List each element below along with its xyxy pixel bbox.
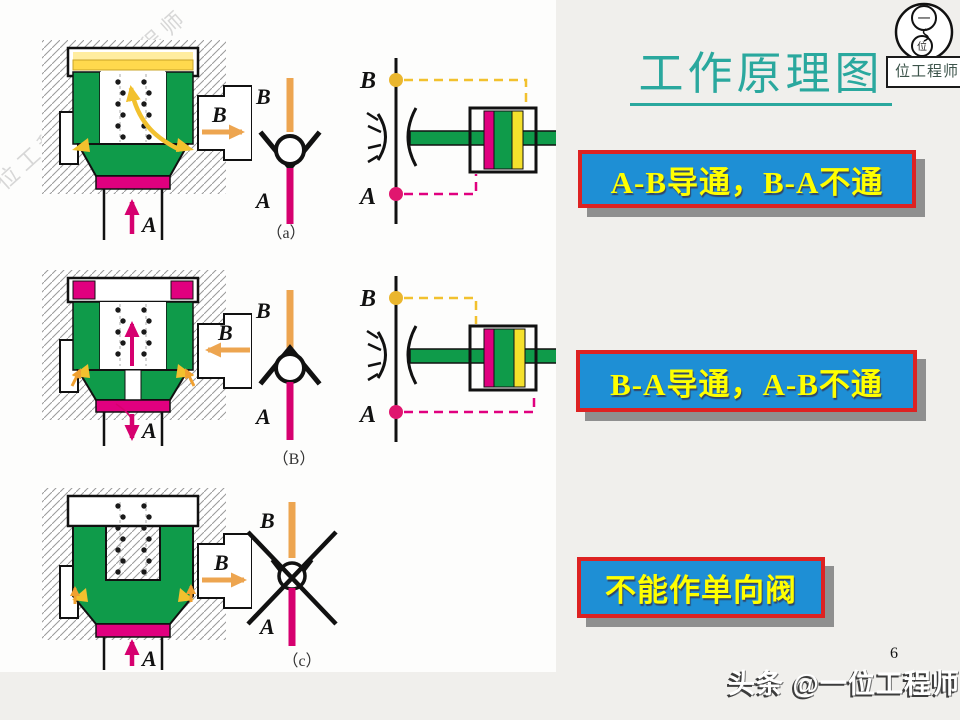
poppet-rod — [409, 130, 556, 146]
springs — [115, 502, 152, 576]
caption-a: （a） — [266, 224, 305, 242]
banner-not-check-valve: 不能作单向阀 — [577, 557, 825, 618]
page-title: 工作原理图 — [630, 49, 892, 106]
schematic-b-label: B — [359, 286, 376, 312]
piston-box — [468, 324, 538, 392]
schematic-b-label: B — [359, 68, 376, 94]
mechanism-schematic-b: B A — [358, 276, 556, 442]
caption-b: （B） — [273, 450, 316, 468]
logo-label: 位工程师 — [886, 56, 960, 88]
poppet-sleeve — [72, 525, 194, 625]
symbol-b-label: B — [255, 84, 271, 109]
check-valve-symbol-c: B A （c） — [246, 502, 338, 670]
page-number: 6 — [890, 645, 898, 662]
banner-ba-conducts: B-A导通，A-B不通 — [576, 350, 917, 412]
b-pilot-line — [404, 296, 478, 324]
port-b-label: B — [213, 550, 229, 575]
valve-ball — [274, 134, 306, 166]
seat-plate — [95, 623, 171, 638]
port-b-channel — [197, 85, 252, 161]
port-b-channel — [197, 533, 252, 609]
banner-ba-text: B-A导通，A-B不通 — [610, 366, 883, 402]
caption-c: （c） — [282, 652, 321, 670]
valve-cross-section-c: A B — [42, 488, 252, 671]
port-a-label: A — [140, 646, 157, 671]
cross-out-line-2 — [246, 530, 338, 626]
logo-bottom-char: 位 — [917, 40, 927, 53]
seat-leak-arrow-right — [184, 368, 196, 387]
springs — [115, 304, 152, 366]
valve-ball — [274, 352, 306, 384]
a-pilot-line — [404, 174, 478, 196]
symbol-a-label: A — [254, 404, 271, 429]
port-b-node — [389, 73, 403, 87]
springs — [115, 74, 152, 142]
a-pilot-line — [404, 392, 536, 414]
check-valve-symbol-b: B A （B） — [254, 290, 322, 468]
symbol-b-label: B — [255, 298, 271, 323]
check-valve-symbol-a: B A （a） — [254, 78, 322, 242]
wall-anchor — [366, 329, 387, 382]
symbol-b-label: B — [259, 508, 275, 533]
mechanism-schematic-a: B A — [358, 58, 556, 224]
open-slot — [124, 369, 142, 401]
valve-seat — [258, 344, 322, 386]
logo-top-char: 一 — [917, 11, 930, 26]
schematic-a-label: A — [358, 184, 376, 210]
diagram-panel: 一位工程师 一位工程师 — [0, 0, 556, 672]
seat-arc — [406, 107, 418, 167]
port-b-label: B — [217, 320, 233, 345]
flow-arrow-a-to-b — [125, 85, 182, 153]
poppet — [76, 143, 190, 177]
seat-leak-arrow-left — [70, 368, 82, 387]
schematic-a-label: A — [358, 402, 376, 428]
symbol-a-label: A — [254, 188, 271, 213]
logo-squiggle — [922, 28, 929, 42]
spring-plate — [72, 52, 194, 71]
footer-brand: 头条 @一位工程师 — [728, 669, 960, 699]
seat-plate — [95, 175, 171, 190]
port-a-node — [389, 187, 403, 201]
banner-ab-text: A-B导通，B-A不通 — [610, 164, 884, 200]
seat-arc — [406, 325, 418, 385]
banner-ab-conducts: A-B导通，B-A不通 — [578, 150, 916, 208]
piston-box — [468, 106, 538, 174]
symbol-a-label: A — [258, 614, 275, 639]
wall-anchor — [366, 111, 387, 164]
b-pilot-line — [404, 78, 528, 106]
valve-cross-section-b: A B — [42, 270, 252, 446]
port-a-label: A — [140, 418, 157, 443]
port-b-node — [389, 291, 403, 305]
port-a-node — [389, 405, 403, 419]
valve-cross-section-a: A B — [42, 40, 252, 240]
engineer-logo: 一 位 — [894, 2, 954, 62]
port-a-label: A — [140, 212, 157, 237]
seat-plate — [95, 399, 171, 413]
port-b-label: B — [211, 102, 227, 127]
banner-not-check-valve-text: 不能作单向阀 — [605, 573, 797, 608]
poppet-rod — [409, 348, 556, 364]
